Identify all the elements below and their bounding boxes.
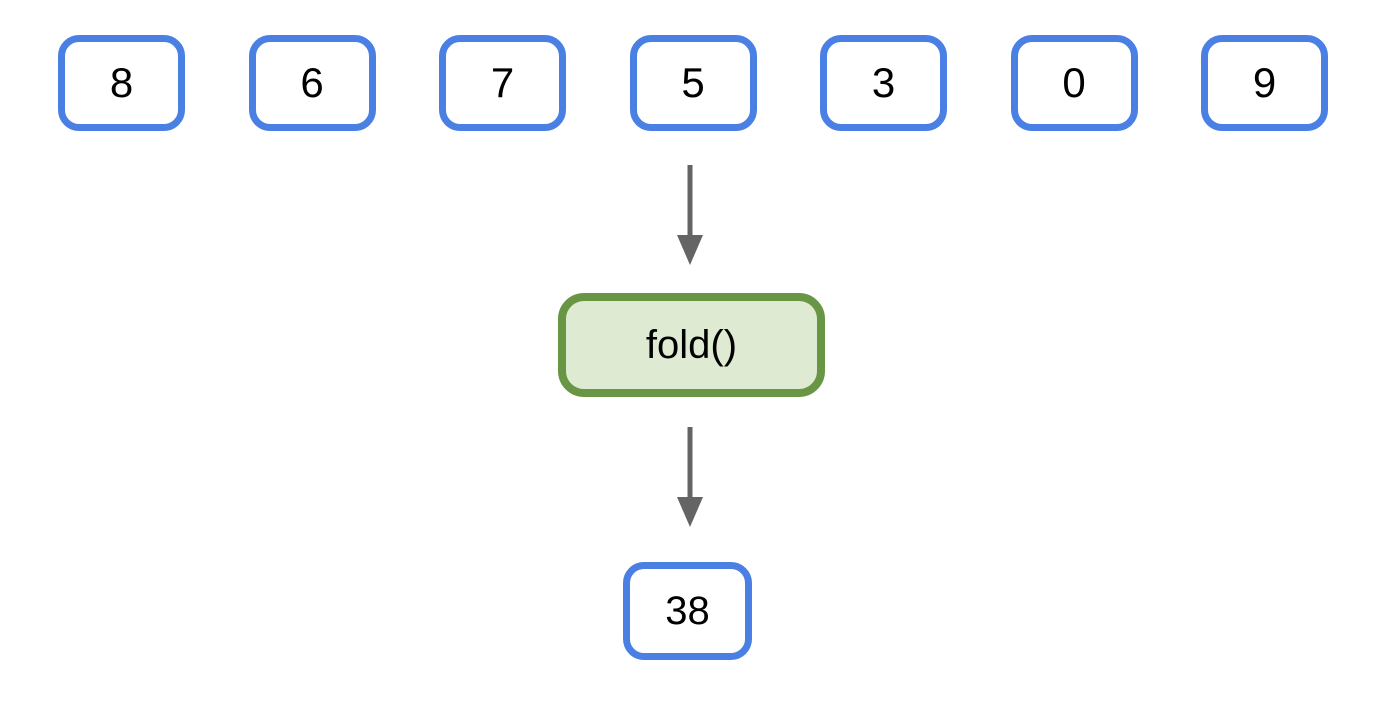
input-value-box: 7	[439, 35, 566, 131]
down-arrow-icon	[675, 427, 705, 527]
input-value-box: 3	[820, 35, 947, 131]
down-arrow-icon	[675, 165, 705, 265]
arrow-head	[677, 497, 703, 527]
arrow-stem	[687, 427, 693, 501]
arrow-stem	[687, 165, 693, 239]
result-value-box: 38	[623, 562, 752, 660]
fold-operation-box: fold()	[558, 293, 825, 397]
input-value-box: 8	[58, 35, 185, 131]
input-value-box: 6	[248, 35, 376, 131]
input-value-box: 5	[629, 35, 757, 131]
input-values-row: 8 6 7 5 3 0 9	[58, 35, 1328, 131]
input-value-box: 0	[1010, 35, 1138, 131]
arrow-head	[677, 235, 703, 265]
input-value-box: 9	[1201, 35, 1328, 131]
